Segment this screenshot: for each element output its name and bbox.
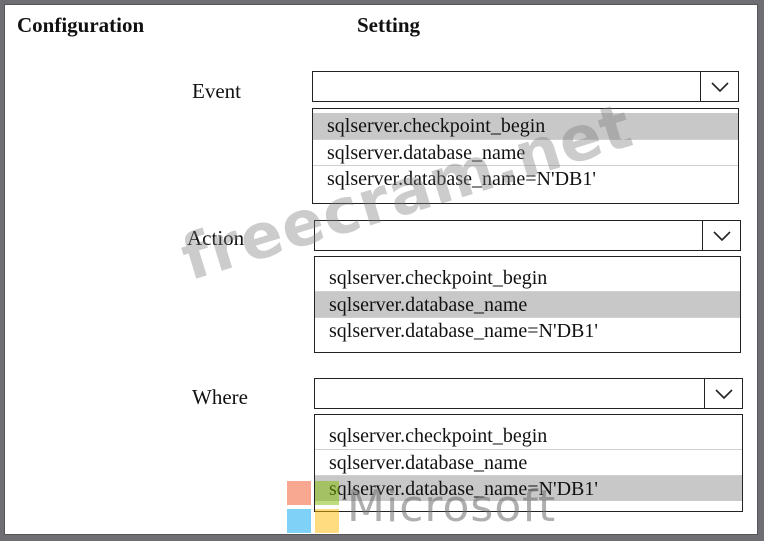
setting-header: Setting: [357, 13, 420, 37]
ms-logo-red-square: [287, 481, 311, 505]
action-label: Action: [187, 226, 245, 250]
event-option-1[interactable]: sqlserver.checkpoint_begin: [313, 113, 738, 139]
where-option-3[interactable]: sqlserver.database_name=N'DB1': [315, 475, 742, 501]
where-label: Where: [192, 385, 248, 409]
chevron-down-icon[interactable]: [702, 221, 740, 250]
ms-logo-yellow-square: [315, 509, 339, 533]
action-option-1[interactable]: sqlserver.checkpoint_begin: [329, 267, 548, 289]
chevron-down-icon[interactable]: [704, 379, 742, 408]
action-dropdown[interactable]: [314, 220, 741, 251]
action-options-list: sqlserver.checkpoint_begin sqlserver.dat…: [314, 256, 741, 353]
where-options-list: sqlserver.checkpoint_begin sqlserver.dat…: [314, 414, 743, 512]
where-option-1[interactable]: sqlserver.checkpoint_begin: [329, 425, 548, 447]
event-option-3[interactable]: sqlserver.database_name=N'DB1': [313, 165, 738, 191]
event-options-list: sqlserver.checkpoint_begin sqlserver.dat…: [312, 108, 739, 204]
where-dropdown[interactable]: [314, 378, 743, 409]
where-option-2[interactable]: sqlserver.database_name: [315, 449, 742, 475]
action-option-3[interactable]: sqlserver.database_name=N'DB1': [315, 317, 740, 343]
event-option-2[interactable]: sqlserver.database_name: [313, 139, 738, 165]
answer-area: Configuration Setting Event sqlserver.ch…: [4, 4, 758, 535]
event-dropdown[interactable]: [312, 71, 739, 102]
chevron-down-icon[interactable]: [700, 72, 738, 101]
action-option-2[interactable]: sqlserver.database_name: [315, 291, 740, 317]
ms-logo-blue-square: [287, 509, 311, 533]
configuration-header: Configuration: [17, 13, 145, 37]
event-label: Event: [192, 79, 241, 103]
